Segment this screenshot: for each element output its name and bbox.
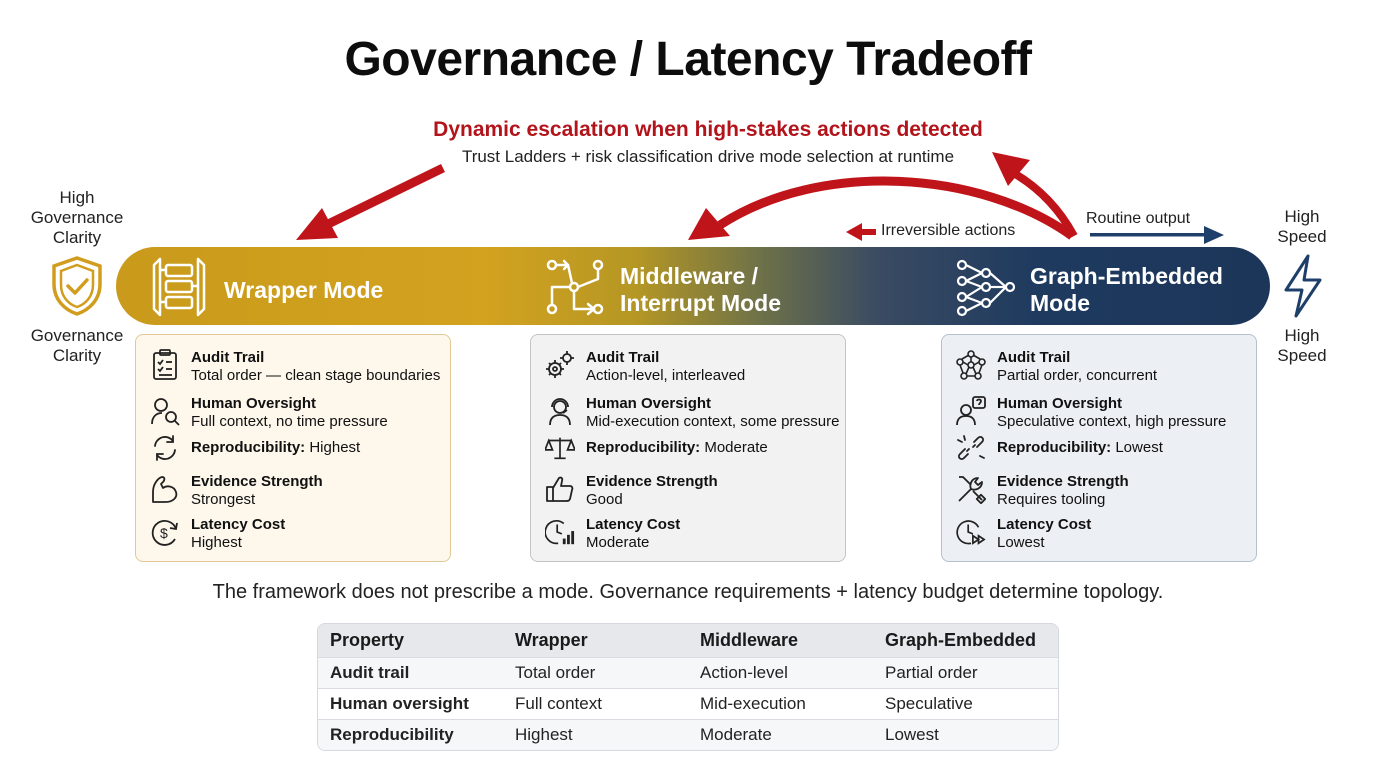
table-cell: Speculative [873, 688, 1058, 719]
user-question-icon [956, 395, 986, 427]
gears-icon [545, 349, 575, 381]
broken-link-icon [956, 435, 986, 461]
table-row: Reproducibility Highest Moderate Lowest [318, 719, 1058, 750]
irreversible-arrow-shaft [860, 229, 876, 235]
graph-reproducibility: Reproducibility: Lowest [956, 435, 1163, 461]
routine-arrow-shaft [1090, 233, 1208, 237]
high-speed-bottom-label: High Speed [1277, 326, 1327, 365]
network-icon [956, 349, 986, 381]
page-title: Governance / Latency Tradeoff [344, 33, 1032, 86]
table-cell: Reproducibility [318, 719, 503, 750]
escalation-arrowhead-wrapper [296, 208, 338, 240]
lightning-icon [1282, 254, 1324, 323]
tools-icon [956, 473, 986, 505]
table-cell: Total order [503, 657, 688, 688]
mode-spectrum-band [116, 247, 1270, 325]
escalation-title: Dynamic escalation when high-stakes acti… [433, 118, 983, 141]
table-cell: Partial order [873, 657, 1058, 688]
table-header: Wrapper [503, 624, 688, 657]
high-speed-top-label: High Speed [1277, 207, 1327, 246]
escalation-arrow-to-wrapper [318, 163, 445, 233]
clock-fast-icon [956, 516, 986, 548]
stacked-stages-icon [146, 257, 224, 323]
flexed-arm-icon [150, 473, 180, 505]
middleware-mode-title: Middleware / Interrupt Mode [620, 263, 781, 316]
middleware-reproducibility: Reproducibility: Moderate [545, 435, 768, 461]
table-header: Graph-Embedded [873, 624, 1058, 657]
table-cell: Mid-execution [688, 688, 873, 719]
table-cell: Full context [503, 688, 688, 719]
neural-graph-icon [954, 257, 1030, 323]
user-search-icon [150, 395, 180, 427]
shield-check-icon [50, 255, 104, 322]
refresh-icon [150, 435, 180, 461]
flow-nodes-icon [544, 257, 620, 323]
graph-mode-title: Graph-Embedded Mode [1030, 263, 1223, 316]
high-governance-clarity-label: High Governance Clarity [30, 188, 124, 247]
table-header: Property [318, 624, 503, 657]
governance-clarity-label: Governance Clarity [30, 326, 124, 365]
dollar-cycle-icon: $ [150, 516, 180, 548]
routine-arrowhead [1204, 226, 1224, 244]
clock-bars-icon [545, 516, 575, 548]
framework-footnote: The framework does not prescribe a mode.… [212, 581, 1164, 603]
table-cell: Human oversight [318, 688, 503, 719]
escalation-arrow-up [1010, 168, 1078, 238]
wrapper-mode-title: Wrapper Mode [224, 276, 384, 303]
table-row: Human oversight Full context Mid-executi… [318, 688, 1058, 719]
comparison-table: Property Wrapper Middleware Graph-Embedd… [317, 623, 1059, 751]
table-cell: Audit trail [318, 657, 503, 688]
scales-icon [545, 435, 575, 461]
table-cell: Highest [503, 719, 688, 750]
headset-user-icon [545, 395, 575, 427]
graph-mode-header: Graph-Embedded Mode [954, 257, 1223, 323]
table-row: Audit trail Total order Action-level Par… [318, 657, 1058, 688]
irreversible-actions-label: Irreversible actions [881, 222, 1016, 239]
table-header-row: Property Wrapper Middleware Graph-Embedd… [318, 624, 1058, 657]
thumbs-up-icon [545, 473, 575, 505]
escalation-subtitle: Trust Ladders + risk classification driv… [461, 147, 955, 166]
table-header: Middleware [688, 624, 873, 657]
table-cell: Lowest [873, 719, 1058, 750]
routine-output-label: Routine output [1086, 210, 1191, 227]
escalation-arrowhead-middleware [688, 208, 730, 240]
irreversible-arrowhead [846, 223, 862, 241]
checklist-icon [150, 349, 180, 381]
middleware-mode-header: Middleware / Interrupt Mode [544, 257, 781, 323]
wrapper-mode-header: Wrapper Mode [146, 257, 383, 323]
table-cell: Moderate [688, 719, 873, 750]
wrapper-reproducibility: Reproducibility: Highest [150, 435, 360, 461]
svg-text:$: $ [160, 525, 168, 541]
table-cell: Action-level [688, 657, 873, 688]
